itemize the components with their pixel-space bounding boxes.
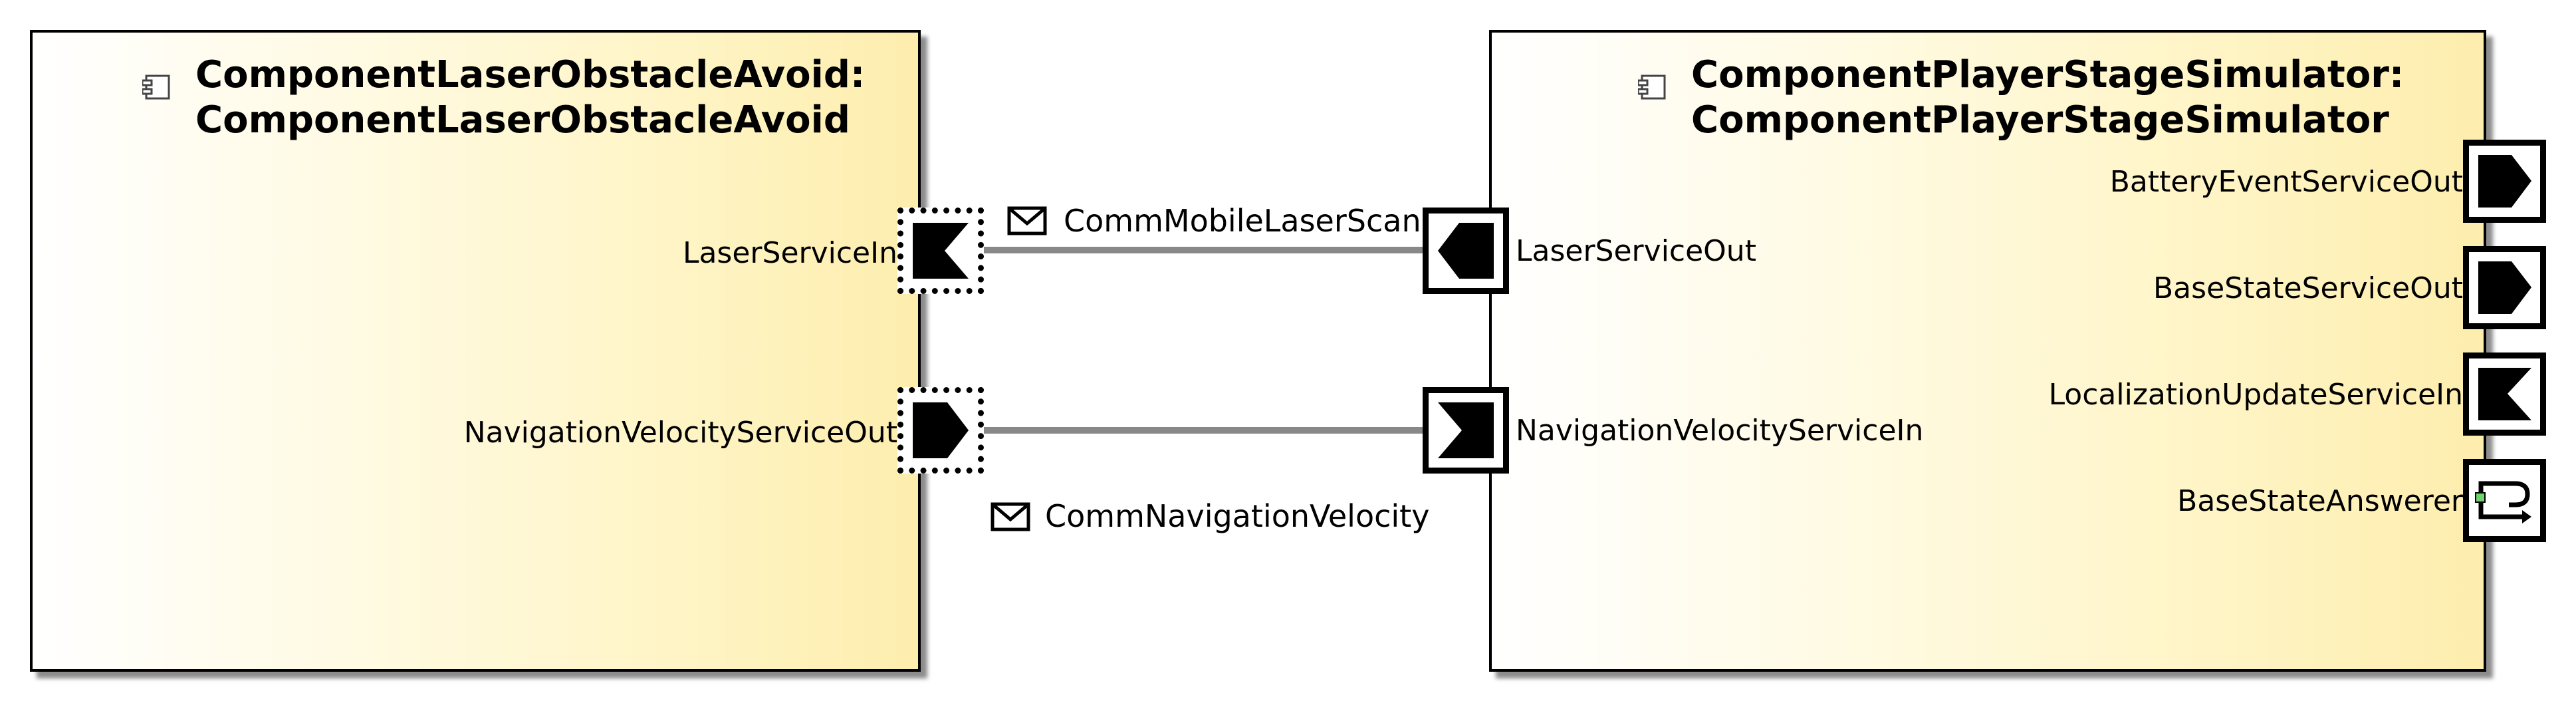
port-navigation-velocity-service-out[interactable] [897, 387, 984, 474]
port-out-arrow-icon [2478, 261, 2531, 314]
component-player-stage-simulator[interactable]: ComponentPlayerStageSimulator: Component… [1489, 30, 2486, 672]
connector-laser[interactable] [984, 247, 1423, 253]
port-navigation-velocity-service-in[interactable] [1423, 387, 1509, 474]
port-in-arrow-icon [2478, 368, 2531, 420]
component-title-line1: ComponentPlayerStageSimulator: [1691, 53, 2404, 96]
port-label-navigation-velocity-service-in: NavigationVelocityServiceIn [1516, 414, 1924, 448]
port-laser-service-out[interactable] [1423, 208, 1509, 294]
component-laser-obstacle-avoid[interactable]: ComponentLaserObstacleAvoid: ComponentLa… [30, 30, 921, 672]
component-icon [142, 74, 170, 100]
message-icon [991, 502, 1030, 531]
port-base-state-service-out[interactable] [2463, 246, 2546, 329]
port-label-laser-service-in: LaserServiceIn [682, 236, 897, 270]
port-out-arrow-icon [2478, 155, 2531, 208]
port-in-arrow-icon [1438, 402, 1494, 458]
connection-label-laser: CommMobileLaserScan [1064, 203, 1421, 239]
component-title-line2: ComponentLaserObstacleAvoid [195, 98, 850, 142]
query-answer-icon [2475, 481, 2531, 523]
port-out-arrow-icon [1438, 223, 1494, 279]
connector-navigation[interactable] [984, 427, 1423, 434]
port-in-arrow-icon [913, 223, 969, 279]
port-label-base-state-service-out: BaseStateServiceOut [2153, 271, 2463, 305]
port-laser-service-in[interactable] [897, 208, 984, 294]
component-title-line1: ComponentLaserObstacleAvoid: [195, 53, 866, 96]
port-label-base-state-answerer: BaseStateAnswerer [2177, 484, 2463, 518]
component-title-line2: ComponentPlayerStageSimulator [1691, 98, 2389, 142]
port-label-navigation-velocity-service-out: NavigationVelocityServiceOut [463, 416, 897, 450]
message-icon [1007, 206, 1047, 235]
component-icon [1638, 74, 1666, 100]
port-base-state-answerer[interactable] [2463, 459, 2546, 542]
port-battery-event-service-out[interactable] [2463, 140, 2546, 223]
port-label-localization-update-service-in: LocalizationUpdateServiceIn [2048, 378, 2463, 412]
port-label-battery-event-service-out: BatteryEventServiceOut [2109, 165, 2463, 199]
port-label-laser-service-out: LaserServiceOut [1516, 234, 1756, 268]
port-localization-update-service-in[interactable] [2463, 353, 2546, 436]
port-out-arrow-icon [913, 402, 969, 458]
connection-label-navigation: CommNavigationVelocity [1045, 498, 1430, 534]
